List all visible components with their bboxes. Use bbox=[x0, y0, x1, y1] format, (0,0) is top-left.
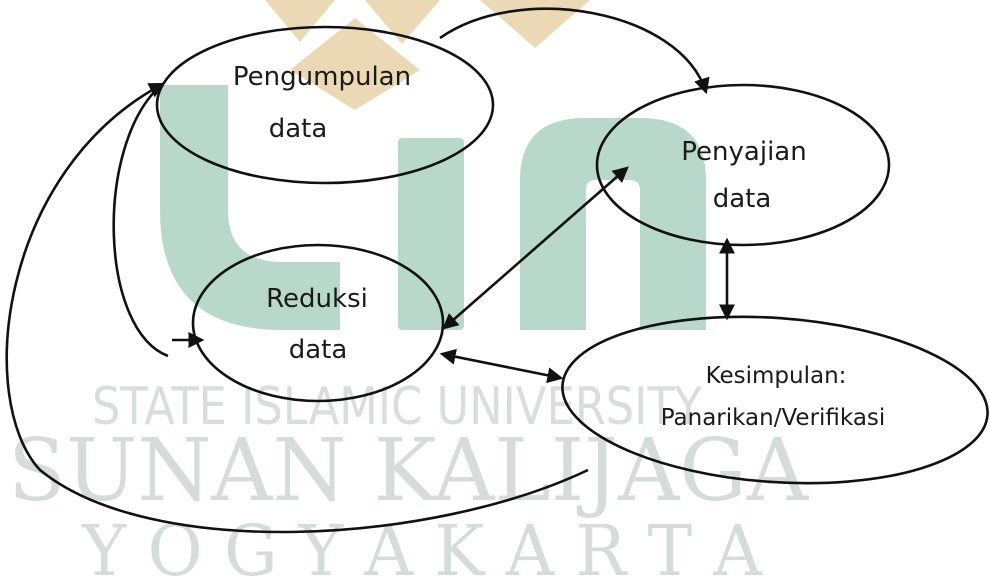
arrow-reduksi-penyajian-bidirectional bbox=[442, 166, 629, 330]
node-pengumpulan-ellipse bbox=[155, 25, 495, 185]
node-penyajian-ellipse bbox=[595, 83, 891, 247]
node-kesimpulan: Kesimpulan: Panarikan/Verifikasi bbox=[561, 315, 989, 485]
node-penyajian-label-line1: Penyajian bbox=[681, 137, 806, 167]
node-kesimpulan-ellipse bbox=[561, 315, 989, 485]
watermark-line-sunan-kalijaga: SUNAN KALIJAGA bbox=[8, 421, 809, 521]
arrow-reduksi-kesimpulan-bidirectional bbox=[439, 348, 564, 384]
arrow-pengumpulan-to-penyajian bbox=[439, 7, 710, 95]
node-pengumpulan-data: Pengumpulan data bbox=[155, 25, 495, 185]
node-reduksi-label-line2: data bbox=[289, 335, 348, 365]
node-penyajian-label-line2: data bbox=[713, 184, 772, 214]
watermark-line-yogyakarta: Y O G Y A K A R T A bbox=[81, 510, 763, 578]
node-kesimpulan-label-line1: Kesimpulan: bbox=[706, 363, 847, 389]
watermark-line-state-islamic-university: STATE ISLAMIC UNIVERSITY bbox=[92, 377, 702, 437]
arrow-pengumpulan-to-reduksi bbox=[112, 87, 169, 358]
watermark: STATE ISLAMIC UNIVERSITY SUNAN KALIJAGA … bbox=[8, 0, 809, 578]
watermark-emblem bbox=[265, 0, 590, 110]
node-pengumpulan-label-line1: Pengumpulan bbox=[233, 62, 411, 92]
node-pengumpulan-label-line2: data bbox=[269, 114, 328, 144]
node-reduksi-label-line1: Reduksi bbox=[266, 284, 368, 314]
arrow-kesimpulan-to-pengumpulan bbox=[5, 82, 589, 534]
node-kesimpulan-label-line2: Panarikan/Verifikasi bbox=[661, 405, 886, 431]
node-penyajian-data: Penyajian data bbox=[595, 83, 891, 247]
